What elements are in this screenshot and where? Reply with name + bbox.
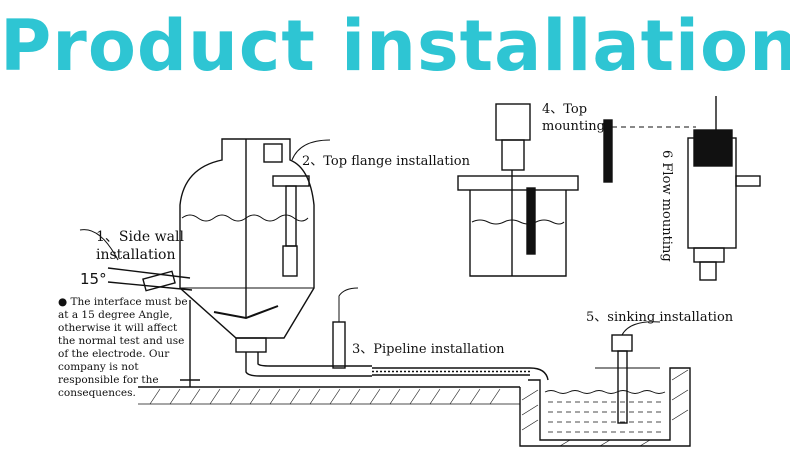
side-wall-label: 1、Side wall: [96, 229, 184, 245]
top-mounting-label: 4、Top: [542, 102, 588, 117]
sinking-label: 5、sinking installation: [586, 310, 734, 325]
side-wall-label-2: installation: [96, 247, 176, 263]
angle-label: 15°: [80, 270, 107, 288]
flow-mounting-label: 6 Flow mounting: [659, 150, 674, 262]
interface-note: ● The interface must be at a 15 degree A…: [58, 296, 188, 399]
pipeline-label: 3、Pipeline installation: [352, 342, 505, 357]
top-mounting-label-2: mounting: [542, 119, 605, 134]
page-title: Product installation: [0, 5, 790, 87]
top-flange-label: 2、Top flange installation: [302, 154, 470, 169]
